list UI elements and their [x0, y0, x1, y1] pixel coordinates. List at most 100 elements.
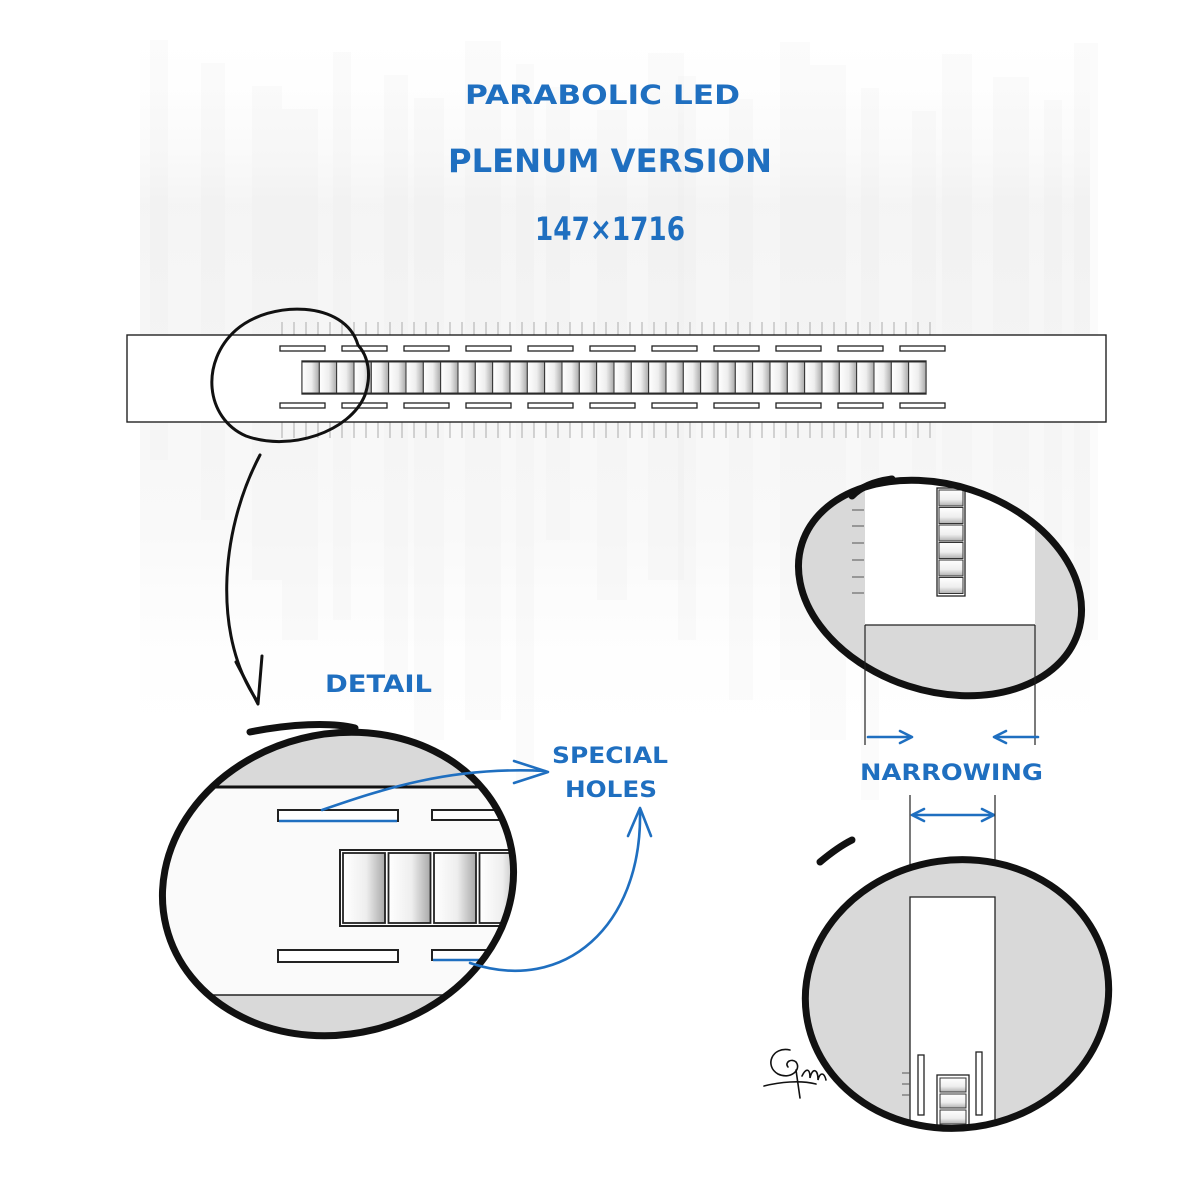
background-streak — [201, 63, 225, 520]
led-cell — [804, 361, 823, 394]
luminaire-slot-bottom — [775, 402, 822, 409]
luminaire-slot-bottom — [899, 402, 946, 409]
led-cell — [596, 361, 615, 394]
detail-led-cell — [387, 852, 432, 924]
special-hole-top-2 — [431, 809, 503, 821]
detail-led-cells — [342, 852, 523, 924]
narrowing-label: NARROWING — [860, 761, 1043, 786]
led-cell — [873, 361, 892, 394]
led-cell — [717, 361, 736, 394]
special-holes-label-line-1: SPECIAL — [552, 744, 668, 769]
luminaire-slot-top — [589, 345, 636, 352]
special-holes-annotation: SPECIAL HOLES — [320, 744, 668, 973]
section-narrow-ellipse-outline — [801, 856, 1113, 1132]
led-cell — [838, 361, 858, 394]
led-cell — [700, 361, 719, 394]
section-wide-led-cells — [936, 487, 966, 597]
special-holes-arrow-1-head — [512, 759, 550, 785]
led-cell — [734, 361, 754, 394]
narrowing-arrow-right-head — [992, 729, 1008, 745]
narrowing-annotation: NARROWING — [860, 729, 1043, 897]
luminaire-slot-top — [279, 345, 326, 352]
led-cell — [648, 361, 667, 394]
luminaire-slot-bottom — [403, 402, 450, 409]
section-wide-ticks — [852, 509, 864, 594]
section-narrow-slot-right — [975, 1051, 983, 1116]
section-wide-ellipse-outline — [794, 476, 1086, 700]
led-cell — [405, 361, 424, 394]
led-strip-cells — [301, 361, 927, 394]
narrowing-width-arrow-head-right — [980, 807, 996, 823]
section-narrow-led-cell — [939, 1077, 967, 1093]
led-cell — [821, 361, 840, 394]
led-cell — [336, 361, 355, 394]
detail-callout-circle — [210, 307, 370, 444]
special-holes-arrow-1 — [320, 769, 547, 812]
luminaire-slot-top — [837, 345, 884, 352]
section-wide-overstroke — [848, 475, 896, 500]
luminaire-slot-top — [899, 345, 946, 352]
led-cell — [856, 361, 875, 394]
luminaire-slot-top — [465, 345, 512, 352]
background-streak — [252, 86, 282, 580]
led-cell — [509, 361, 528, 394]
led-cell — [422, 361, 442, 394]
section-wide-led-cell — [938, 559, 964, 577]
led-cell — [301, 361, 320, 394]
led-cell — [613, 361, 632, 394]
led-cell — [682, 361, 702, 394]
led-cell — [492, 361, 511, 394]
luminaire-slot-top — [341, 345, 388, 352]
luminaire-slot-bottom — [465, 402, 512, 409]
section-view-narrow — [795, 836, 1125, 1148]
led-cell — [457, 361, 476, 394]
detail-label: DETAIL — [325, 670, 432, 698]
luminaire-slot-bottom — [527, 402, 574, 409]
led-cell — [526, 361, 546, 394]
special-hole-bottom-2 — [431, 949, 513, 961]
led-cell — [769, 361, 788, 394]
led-cell — [752, 361, 771, 394]
led-cell — [890, 361, 910, 394]
led-cell — [474, 361, 494, 394]
detail-led-cell — [433, 852, 477, 924]
section-narrow-led-cells — [936, 1074, 970, 1131]
luminaire-slot-bottom — [279, 402, 326, 409]
background-streak — [648, 53, 684, 580]
special-holes-arrow-2-head — [626, 806, 653, 838]
narrowing-width-arrow-head-left — [910, 807, 926, 823]
luminaire-slot-bottom — [341, 402, 388, 409]
luminaire-slot-bottom — [651, 402, 698, 409]
special-hole-top-1 — [277, 809, 399, 822]
luminaire-top-view — [126, 322, 1107, 438]
led-cell — [318, 361, 338, 394]
luminaire-ticks — [281, 322, 931, 438]
luminaire-slot-bottom — [837, 402, 884, 409]
luminaire-slots — [279, 345, 946, 409]
luminaire-slot-bottom — [589, 402, 636, 409]
section-wide-led-cell — [938, 507, 964, 524]
section-wide-led-cell — [938, 577, 964, 594]
led-cell — [388, 361, 407, 394]
section-narrow-led-cell — [939, 1093, 967, 1109]
background-streak — [861, 88, 879, 800]
luminaire-slot-top — [775, 345, 822, 352]
luminaire-slot-top — [527, 345, 574, 352]
detail-arrow — [225, 453, 264, 706]
led-cell — [561, 361, 580, 394]
title-block: PARABOLIC LED PLENUM VERSION 147×1716 — [448, 80, 772, 248]
led-cell — [370, 361, 390, 394]
special-holes-arrow-2 — [468, 810, 642, 973]
led-cell — [630, 361, 650, 394]
led-cell — [578, 361, 598, 394]
led-cell — [544, 361, 563, 394]
narrowing-arrow-left-head — [898, 729, 914, 745]
detail-ellipse-outline — [158, 728, 518, 1040]
led-cell — [908, 361, 927, 394]
special-holes-label-line-2: HOLES — [565, 778, 657, 803]
section-wide-led-cell — [938, 524, 964, 542]
luminaire-slot-top — [713, 345, 760, 352]
section-narrow-led-cell — [939, 1109, 967, 1125]
background-streak — [546, 87, 570, 540]
